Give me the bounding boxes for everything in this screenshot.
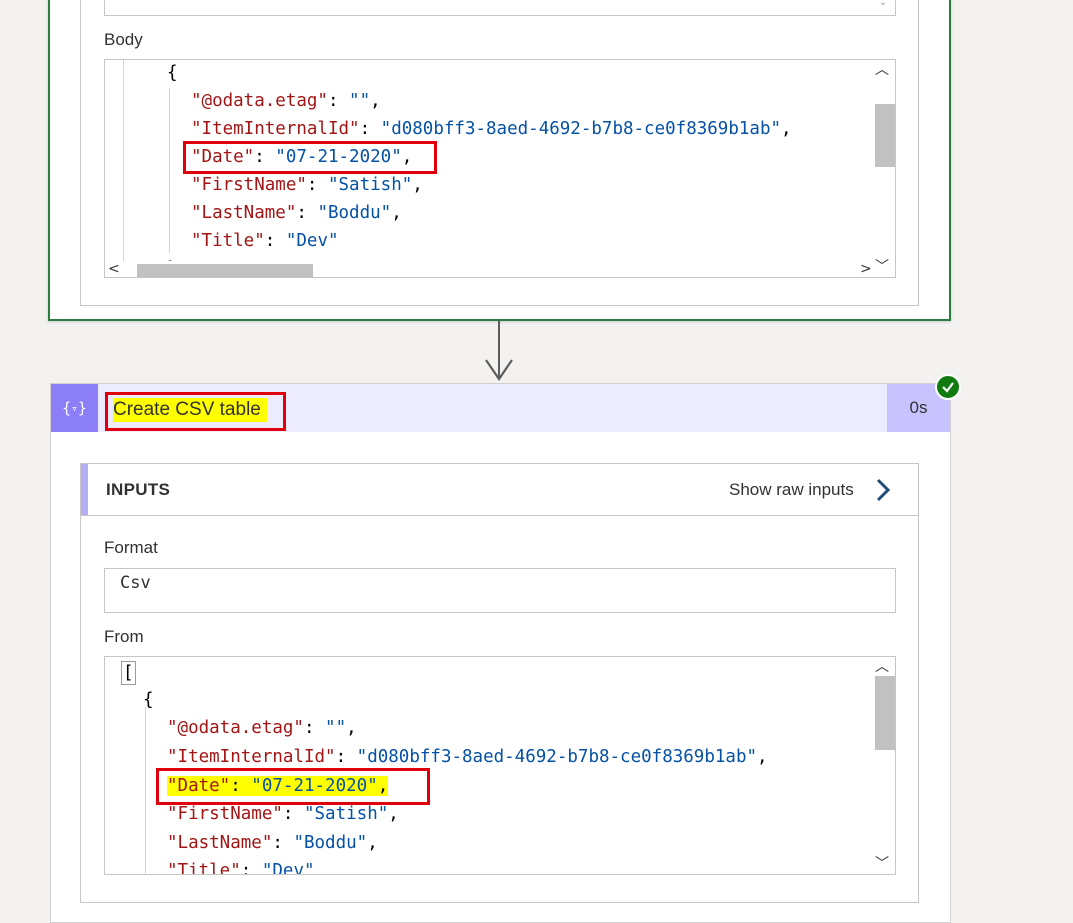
json-line-first-name: "FirstName": "Satish", — [167, 804, 399, 824]
inputs-heading: INPUTS — [106, 480, 171, 499]
json-open-bracket: [ — [121, 661, 136, 685]
json-line-etag: "@odata.etag": "", — [167, 718, 357, 738]
json-line-date: "Date": "07-21-2020", — [167, 776, 389, 796]
body-code-viewer[interactable]: { "@odata.etag": "", "ItemInternalId": "… — [104, 59, 896, 278]
json-line-title: "Title": "Dev" — [191, 231, 339, 251]
scroll-down-icon[interactable]: ⌄ — [872, 0, 894, 15]
indent-guide — [169, 88, 170, 253]
scroll-left-icon[interactable]: < — [108, 261, 120, 277]
scroll-up-icon[interactable]: ︿ — [875, 62, 889, 78]
json-line-item-internal-id: "ItemInternalId": "d080bff3-8aed-4692-b7… — [191, 119, 792, 139]
body-label: Body — [104, 30, 143, 49]
json-line-last-name: "LastName": "Boddu", — [167, 833, 378, 853]
data-operation-icon: {▿} — [51, 384, 98, 432]
scrollbar-thumb[interactable] — [875, 676, 895, 750]
scroll-up-icon[interactable]: ︿ — [875, 659, 889, 675]
horizontal-scrollbar[interactable]: < > — [105, 261, 873, 277]
annotation-box-date — [156, 768, 430, 805]
json-line-item-internal-id: "ItemInternalId": "d080bff3-8aed-4692-b7… — [167, 747, 768, 767]
inputs-accent-bar — [81, 464, 88, 515]
flow-arrow-icon — [485, 359, 513, 381]
scroll-down-icon[interactable]: ﹀ — [875, 856, 889, 872]
show-raw-inputs-link[interactable]: Show raw inputs — [729, 480, 854, 499]
annotation-box-date — [183, 141, 437, 174]
inputs-divider — [81, 515, 918, 516]
scroll-right-icon[interactable]: > — [860, 261, 872, 277]
json-line-title: "Title": "Dev" — [167, 861, 315, 875]
vertical-scrollbar[interactable]: ︿ ﹀ — [873, 657, 895, 874]
annotation-box-title — [105, 392, 286, 431]
json-line-last-name: "LastName": "Boddu", — [191, 203, 402, 223]
json-open-brace: { — [167, 63, 178, 83]
chevron-right-icon[interactable] — [872, 476, 894, 504]
json-line-first-name: "FirstName": "Satish", — [191, 175, 423, 195]
from-code-viewer[interactable]: [ { "@odata.etag": "", "ItemInternalId":… — [104, 656, 896, 875]
format-value: Csv — [120, 573, 151, 593]
json-line-etag: "@odata.etag": "", — [191, 91, 381, 111]
scroll-down-icon[interactable]: ﹀ — [875, 259, 889, 275]
vertical-scrollbar[interactable]: ︿ ﹀ — [873, 60, 895, 277]
checkmark-icon — [935, 374, 961, 400]
format-field[interactable]: Csv — [104, 568, 896, 613]
flow-connector-line — [498, 321, 500, 379]
from-label: From — [104, 627, 144, 646]
previous-field-box — [104, 0, 896, 16]
action-title[interactable]: Create CSV table — [113, 398, 267, 422]
indent-guide — [145, 707, 146, 874]
horizontal-scrollbar-thumb[interactable] — [137, 264, 313, 277]
json-line-date: "Date": "07-21-2020", — [191, 147, 413, 167]
scrollbar-thumb[interactable] — [875, 104, 895, 167]
json-open-brace: { — [143, 690, 154, 710]
format-label: Format — [104, 538, 158, 557]
indent-guide — [123, 60, 124, 265]
